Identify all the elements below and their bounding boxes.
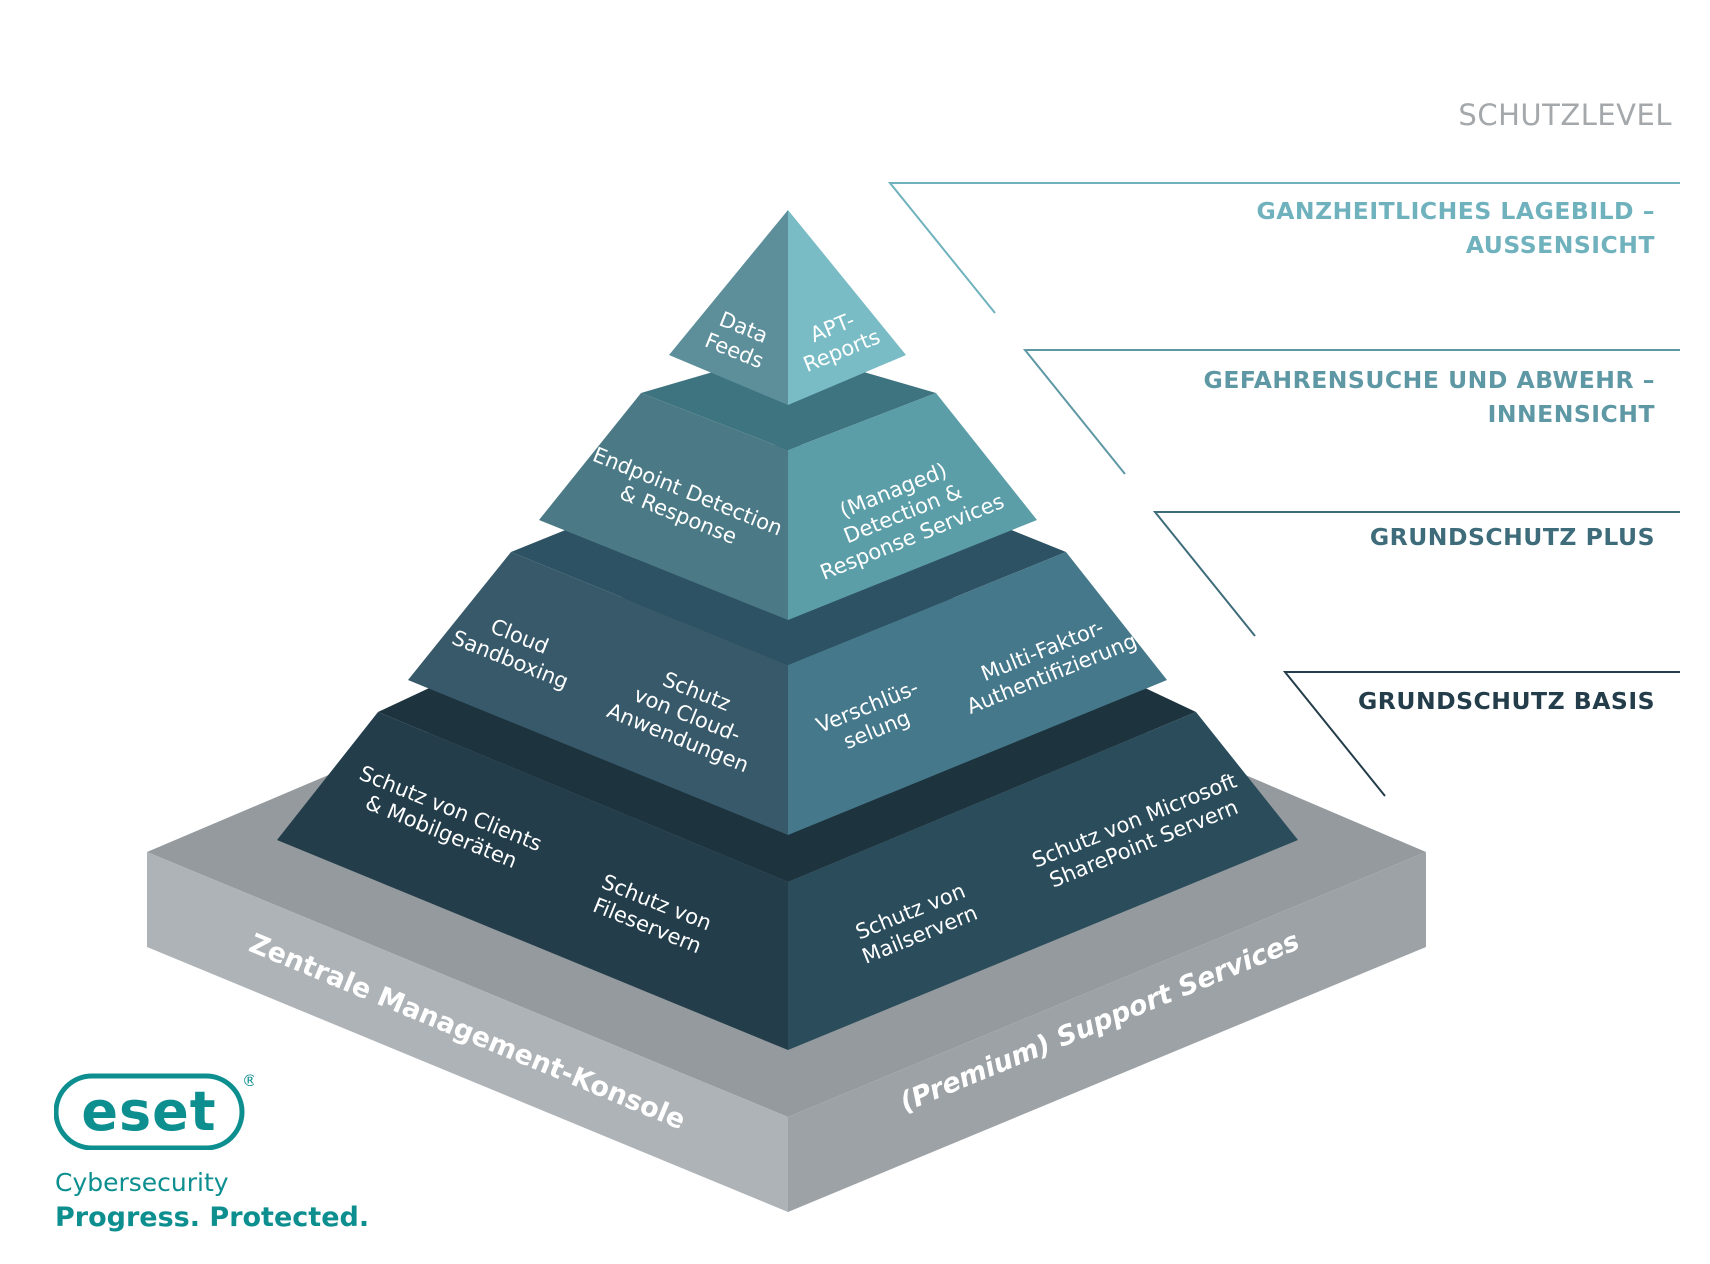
tagline-cybersecurity: Cybersecurity [55,1168,229,1197]
level-label-3: GRUNDSCHUTZ PLUS [1369,523,1655,551]
tier4-front-left [277,712,788,1050]
level-dividers [887,182,1680,797]
tier-1 [669,210,906,405]
tier2-front-right [788,393,1037,620]
svg-text:®: ® [242,1071,254,1090]
base-front-left [147,852,788,1212]
protection-level-title: SCHUTZLEVEL [1458,98,1672,132]
divider-level-3 [1152,511,1680,637]
tier3-front-right [788,552,1167,835]
level-label-2: GEFAHRENSUCHE UND ABWEHR –INNENSICHT [1203,366,1655,428]
tier3-front-left [408,552,788,835]
divider-level-4 [1282,671,1680,797]
tier2-front-left [539,393,788,620]
tagline-progress-protected: Progress. Protected. [55,1202,370,1233]
tier1-front-left [669,210,788,405]
eset-logo: eset ® [54,1071,254,1150]
divider-level-1 [887,182,1680,314]
divider-level-2 [1022,349,1680,475]
tier1-front-right [788,210,906,405]
level-label-4: GRUNDSCHUTZ BASIS [1357,687,1655,715]
level-label-1: GANZHEITLICHES LAGEBILD –AUSSENSICHT [1256,197,1655,259]
svg-text:eset: eset [81,1080,216,1143]
tier4-front-right [788,712,1298,1050]
base-front-right [788,852,1426,1212]
